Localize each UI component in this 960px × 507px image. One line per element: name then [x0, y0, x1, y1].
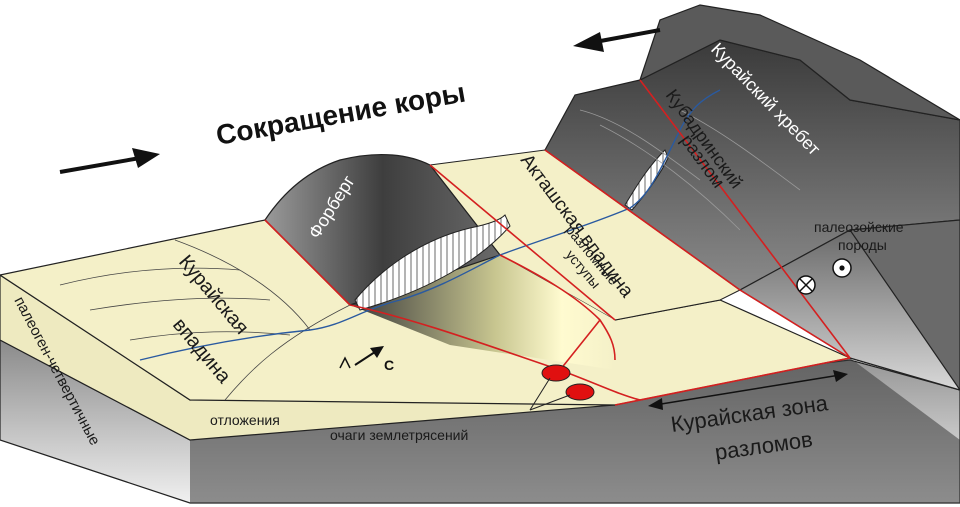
label-paleozoic-1: палеозойские	[814, 219, 904, 235]
ridge-crest	[638, 4, 960, 121]
ridge-texture	[579, 109, 801, 231]
river	[139, 89, 721, 361]
north-arrow-icon	[339, 346, 384, 369]
label-paleozoic-2: породы	[838, 237, 887, 253]
arrow-right-icon	[59, 148, 160, 174]
title: Сокращение коры	[214, 77, 468, 151]
earthquake-focus-2	[565, 383, 595, 401]
faults	[264, 79, 851, 406]
basement-dark	[190, 358, 960, 503]
arrow-left-icon	[573, 28, 661, 52]
fault-zone-arrow	[648, 370, 848, 410]
label-north: С	[384, 357, 394, 373]
basin-texture	[59, 239, 351, 401]
label-earthquake-foci: очаги землетрясений	[330, 427, 468, 443]
strike-slip-symbols	[796, 258, 852, 295]
foci-leaders	[529, 377, 571, 411]
earthquake-focus-1	[541, 364, 571, 382]
forberg-scarp	[354, 214, 511, 311]
label-sediments-2: отложения	[210, 412, 280, 428]
